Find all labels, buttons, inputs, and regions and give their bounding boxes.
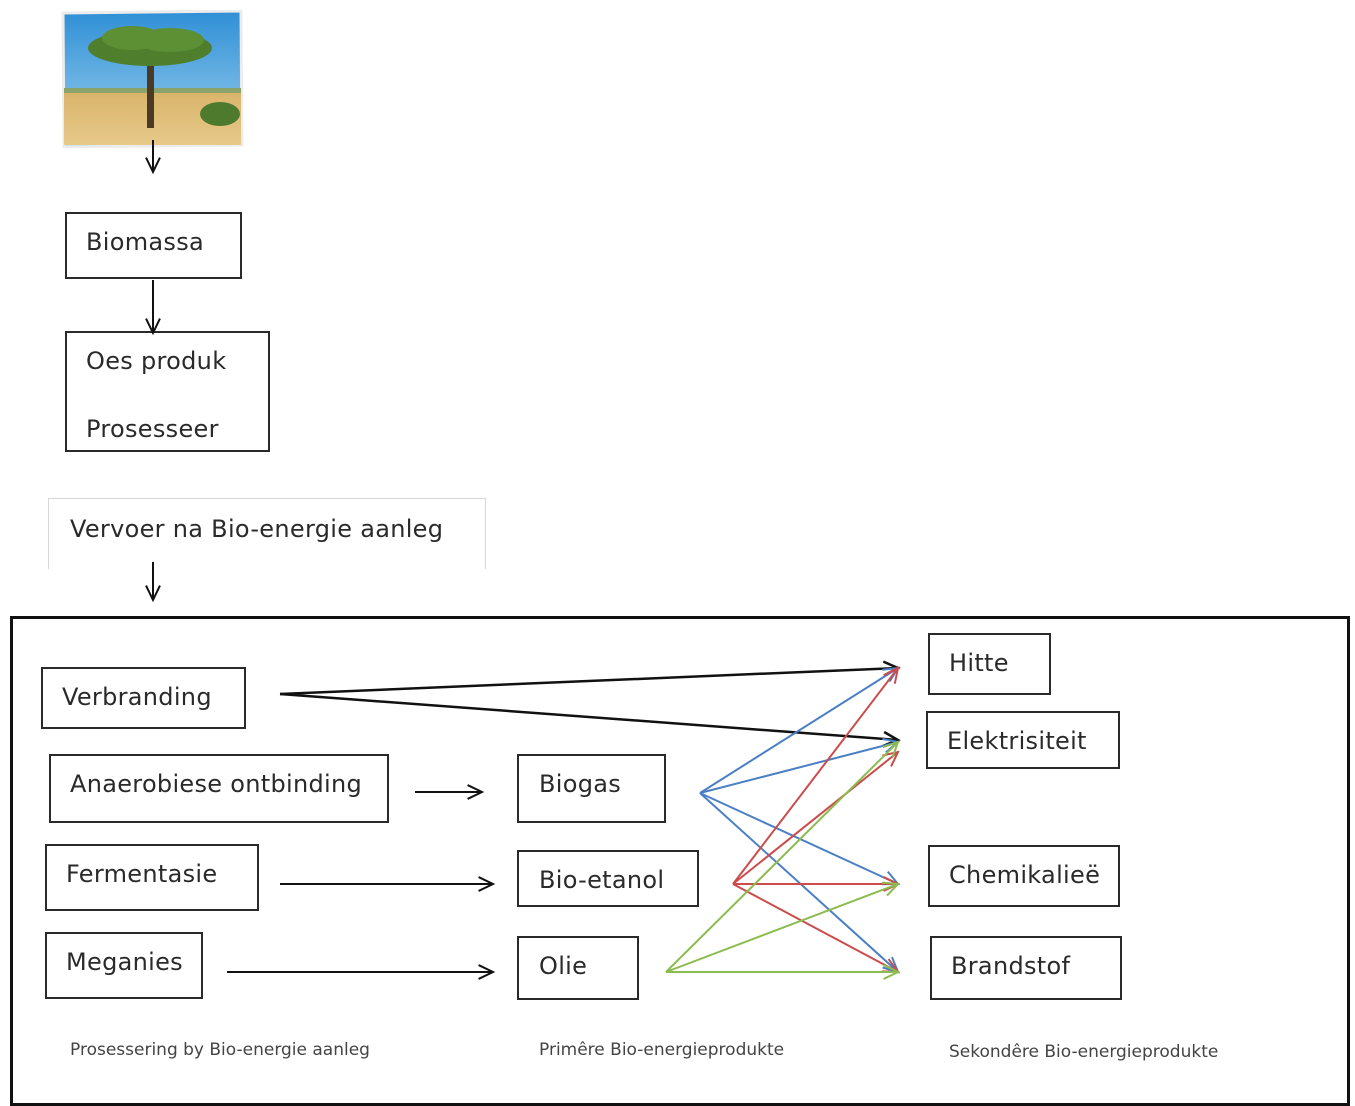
process-box-anaerobic [49, 754, 389, 823]
arrow-anaerobic-to-biogas [415, 784, 485, 800]
process-label-anaerobic: Anaerobiese ontbinding [70, 770, 363, 798]
secondary-label-fuel: Brandstof [951, 952, 1071, 980]
arrow-bioethanol-to-electricity [732, 750, 900, 885]
primary-label-oil: Olie [539, 952, 588, 980]
arrow-transport-to-plant [145, 562, 161, 603]
arrow-oil-to-electricity [665, 740, 900, 973]
caption-processing: Prosessering by Bio-energie aanleg [70, 1040, 370, 1060]
process-label-fermentation: Fermentasie [66, 860, 218, 888]
primary-box-biogas [517, 754, 666, 823]
process-label-combustion: Verbranding [62, 683, 212, 711]
arrow-biogas-to-electricity [699, 737, 901, 794]
transport-frame [48, 498, 486, 569]
harvest-box [65, 331, 270, 452]
biomass-label: Biomassa [86, 228, 205, 256]
arrow-combustion-to-heat [279, 660, 901, 696]
process-box-fermentation [45, 844, 259, 911]
primary-label-biogas: Biogas [539, 770, 622, 798]
secondary-box-electricity [926, 711, 1120, 769]
primary-label-bioethanol: Bio-etanol [539, 866, 665, 894]
process-box-mechanical [45, 932, 203, 999]
arrow-biomass-to-harvest [145, 280, 161, 336]
secondary-label-electricity: Elektrisiteit [947, 727, 1087, 755]
arrow-fermentation-to-bioethanol [280, 876, 496, 892]
secondary-label-chemicals: Chemikalieë [949, 861, 1101, 889]
arrow-biogas-to-chemicals [699, 792, 901, 886]
caption-primary: Primêre Bio-energieprodukte [539, 1040, 785, 1060]
secondary-box-heat [928, 633, 1051, 695]
caption-secondary: Sekondêre Bio-energieprodukte [949, 1042, 1219, 1062]
secondary-box-chemicals [928, 845, 1120, 907]
process-label-mechanical: Meganies [66, 948, 183, 976]
savanna-tree-photo [61, 10, 244, 148]
primary-box-oil [517, 936, 639, 1000]
arrow-biogas-to-heat [699, 666, 900, 794]
harvest-label: Oes produk [86, 347, 227, 375]
secondary-box-fuel [930, 936, 1122, 1000]
process-label: Prosesseer [86, 415, 219, 443]
arrow-bioethanol-to-chemicals [733, 876, 901, 892]
arrow-combustion-to-electricity [279, 692, 901, 748]
secondary-label-heat: Hitte [949, 649, 1009, 677]
arrow-bioethanol-to-heat [732, 666, 900, 885]
biomass-box [65, 212, 242, 279]
transport-label: Vervoer na Bio-energie aanleg [70, 515, 444, 543]
arrow-oil-to-chemicals [665, 881, 901, 973]
process-box-combustion [41, 667, 246, 729]
primary-box-bioethanol [517, 850, 699, 907]
arrow-mechanical-to-oil [227, 964, 496, 980]
arrow-biogas-to-fuel [699, 792, 900, 974]
arrow-photo-to-biomass [145, 140, 161, 175]
arrow-oil-to-fuel [666, 964, 901, 980]
